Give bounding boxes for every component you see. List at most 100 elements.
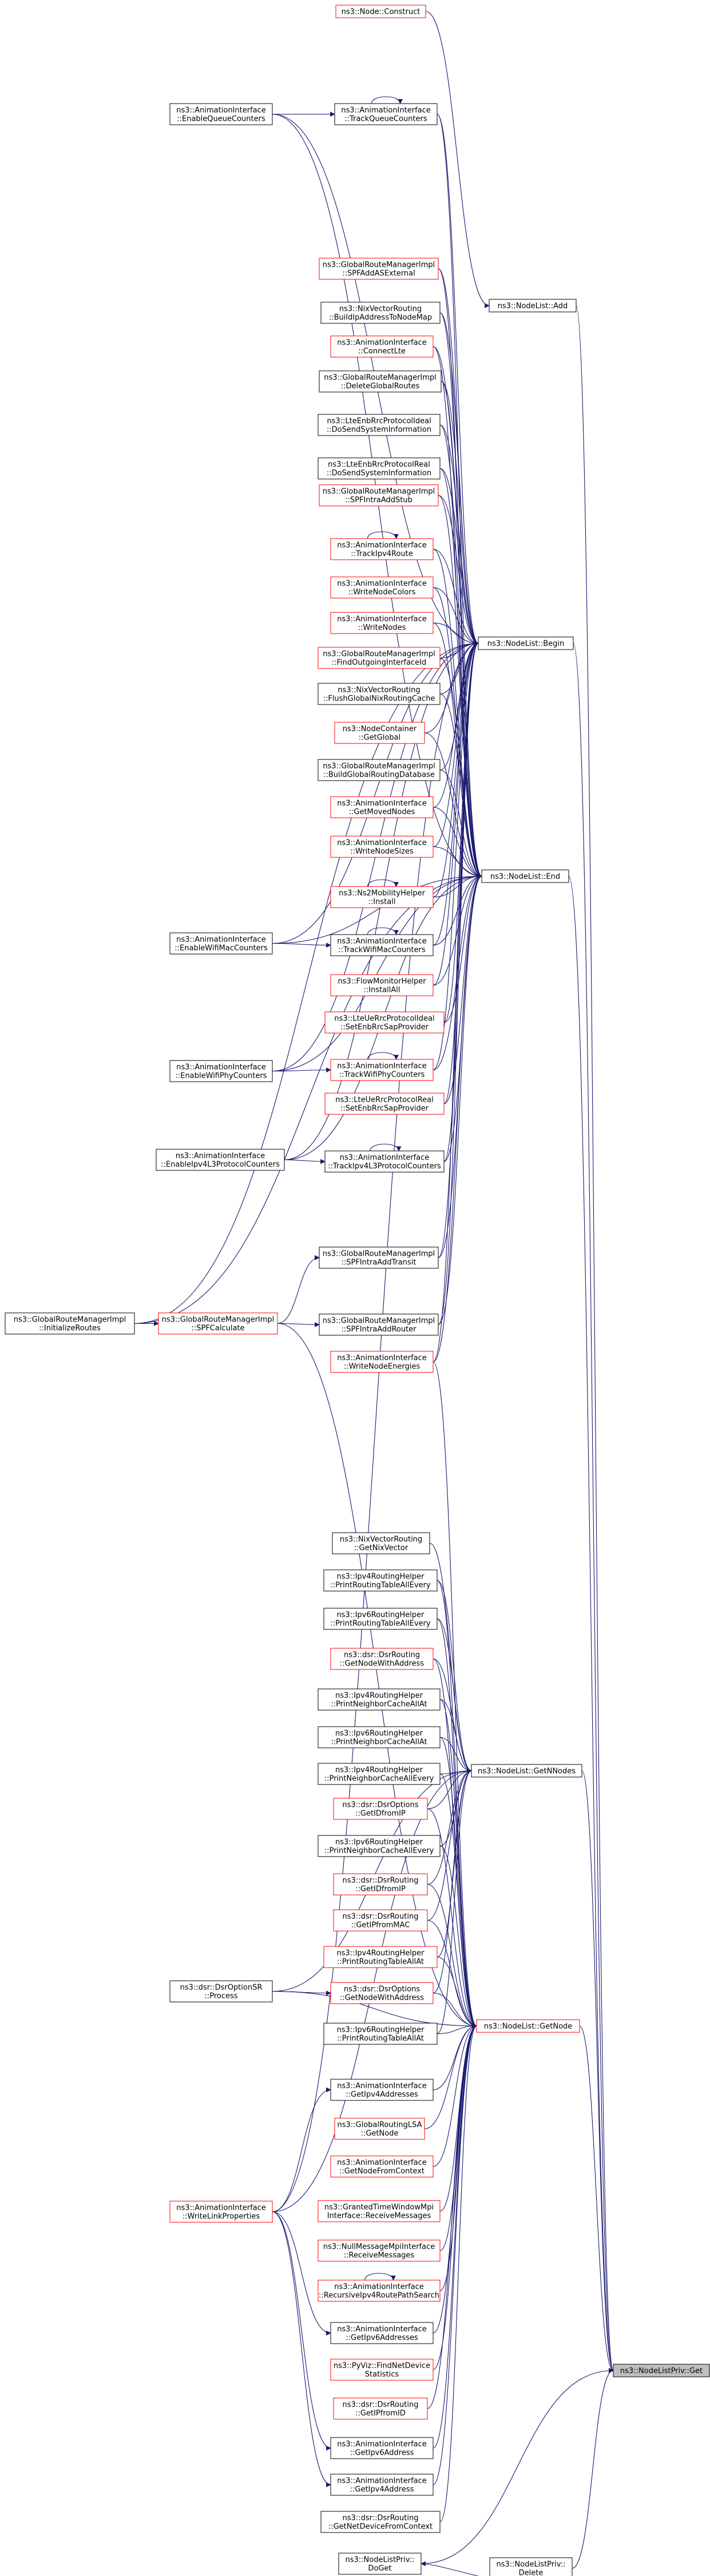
edge-ltere_sap-to-end	[443, 873, 482, 1105]
node-lteideal[interactable]: ns3::LteEnbRrcProtocolIdeal::DoSendSyste…	[318, 414, 441, 436]
node-ipv6pncaa[interactable]: ns3::Ipv6RoutingHelper::PrintNeighborCac…	[318, 1726, 441, 1748]
node-twifimac[interactable]: ns3::AnimationInterface::TrackWifiMacCou…	[330, 934, 434, 956]
edge-ns2-to-begin	[433, 640, 479, 898]
node-ipv4prtaa[interactable]: ns3::Ipv4RoutingHelper::PrintRoutingTabl…	[323, 1946, 438, 1968]
node-label: ns3::dsr::DsrRouting	[343, 1913, 419, 1921]
node-spfaext[interactable]: ns3::GlobalRouteManagerImpl::SPFAddASExt…	[319, 258, 439, 280]
node-ltere_sap[interactable]: ns3::LteUeRrcProtocolReal::SetEnbRrcSapP…	[324, 1093, 445, 1115]
node-nullmpi[interactable]: ns3::NullMessageMpiInterface::ReceiveMes…	[318, 2239, 441, 2262]
node-twifiphy[interactable]: ns3::AnimationInterface::TrackWifiPhyCou…	[330, 1059, 434, 1081]
node-label: ns3::NixVectorRouting	[340, 1536, 422, 1544]
node-getipv6addr[interactable]: ns3::AnimationInterface::GetIpv6Address	[330, 2437, 434, 2459]
node-wnodeen[interactable]: ns3::AnimationInterface::WriteNodeEnergi…	[330, 1351, 434, 1373]
node-wnodes[interactable]: ns3::AnimationInterface::WriteNodes	[330, 612, 434, 634]
node-getipv6addrs[interactable]: ns3::AnimationInterface::GetIpv6Addresse…	[330, 2322, 434, 2344]
node-spftransit[interactable]: ns3::GlobalRouteManagerImpl::SPFIntraAdd…	[319, 1247, 439, 1269]
node-getipv4addrs[interactable]: ns3::AnimationInterface::GetIpv4Addresse…	[330, 2079, 434, 2101]
edge-getmoved-to-begin	[433, 640, 479, 808]
node-dsrrgidip[interactable]: ns3::dsr::DsrRouting::GetIDfromIP	[333, 1873, 428, 1896]
node-dsrgnwa2[interactable]: ns3::dsr::DsrOptions::GetNodeWithAddress	[330, 1982, 434, 2004]
node-glsagetnode[interactable]: ns3::GlobalRoutingLSA::GetNode	[334, 2118, 425, 2140]
node-label: ::InstallAll	[363, 986, 400, 995]
node-box	[332, 1532, 430, 1554]
node-flowmon[interactable]: ns3::FlowMonitorHelper::InstallAll	[330, 974, 434, 996]
node-ipv6pncae[interactable]: ns3::Ipv6RoutingHelper::PrintNeighborCac…	[318, 1835, 441, 1857]
node-label: ns3::GlobalRouteManagerImpl	[323, 1250, 435, 1259]
node-lteidealsap[interactable]: ns3::LteUeRrcProtocolIdeal::SetEnbRrcSap…	[324, 1011, 445, 1034]
node-label: ns3::AnimationInterface	[337, 1354, 427, 1363]
node-enwifimac[interactable]: ns3::AnimationInterface::EnableWifiMacCo…	[169, 932, 273, 955]
node-ipv6prtae[interactable]: ns3::Ipv6RoutingHelper::PrintRoutingTabl…	[323, 1608, 438, 1630]
node-label: ::PrintNeighborCacheAllAt	[331, 1700, 427, 1709]
node-dsrgipmac[interactable]: ns3::dsr::DsrRouting::GetIPfromMAC	[333, 1909, 428, 1932]
node-ipv4pncaa[interactable]: ns3::Ipv4RoutingHelper::PrintNeighborCac…	[318, 1688, 441, 1711]
node-box	[318, 1763, 441, 1785]
node-dsrgidip[interactable]: ns3::dsr::DsrOptions::GetIDfromIP	[333, 1798, 428, 1820]
node-nvbuild[interactable]: ns3::NixVectorRouting::BuildIpAddressToN…	[320, 302, 441, 324]
node-box	[318, 683, 441, 705]
node-tipv4[interactable]: ns3::AnimationInterface::TrackIpv4Route	[330, 538, 434, 560]
node-wnodecol[interactable]: ns3::AnimationInterface::WriteNodeColors	[330, 576, 434, 599]
edge-flowmon-to-end	[433, 873, 482, 986]
node-enipv4l3[interactable]: ns3::AnimationInterface::EnableIpv4L3Pro…	[156, 1149, 285, 1171]
node-getnode[interactable]: ns3::NodeList::GetNode	[476, 2019, 580, 2033]
node-gtwmpi[interactable]: ns3::GrantedTimeWindowMpiInterface::Rece…	[318, 2200, 441, 2222]
node-grminit[interactable]: ns3::GlobalRouteManagerImpl::InitializeR…	[5, 1312, 135, 1335]
node-connlte[interactable]: ns3::AnimationInterface::ConnectLte	[330, 335, 434, 358]
node-findout[interactable]: ns3::GlobalRouteManagerImpl::FindOutgoin…	[318, 647, 441, 669]
node-label: ::SPFIntraAddTransit	[341, 1259, 416, 1267]
node-ltereal[interactable]: ns3::LteEnbRrcProtocolReal::DoSendSystem…	[318, 457, 441, 480]
edge-ns2-to-ns2	[367, 879, 399, 887]
node-getnodectx[interactable]: ns3::AnimationInterface::GetNodeFromCont…	[330, 2155, 434, 2178]
node-get: ns3::NodeListPriv::Get	[613, 2364, 710, 2377]
node-ipv4prtae[interactable]: ns3::Ipv4RoutingHelper::PrintRoutingTabl…	[323, 1569, 438, 1592]
node-doget[interactable]: ns3::NodeListPriv::DoGet	[338, 2553, 422, 2575]
node-dsrgipid[interactable]: ns3::dsr::DsrRouting::GetIPfromID	[333, 2397, 428, 2420]
node-wnodesizes[interactable]: ns3::AnimationInterface::WriteNodeSizes	[330, 836, 434, 858]
node-label: ns3::GlobalRouteManagerImpl	[323, 261, 435, 270]
node-ipv6prtaa[interactable]: ns3::Ipv6RoutingHelper::PrintRoutingTabl…	[323, 2023, 438, 2045]
edge-getnodectx-to-getnode	[433, 2023, 477, 2167]
node-spfcalc[interactable]: ns3::GlobalRouteManagerImpl::SPFCalculat…	[158, 1312, 278, 1335]
node-add[interactable]: ns3::NodeList::Add	[489, 299, 577, 312]
node-wlinkprops[interactable]: ns3::AnimationInterface::WriteLinkProper…	[169, 2201, 273, 2223]
node-dsrgnwa1[interactable]: ns3::dsr::DsrRouting::GetNodeWithAddress	[330, 1648, 434, 1670]
node-label: ::PrintRoutingTableAllEvery	[330, 1581, 430, 1590]
node-recipv4[interactable]: ns3::AnimationInterface::RecursiveIpv4Ro…	[318, 2280, 441, 2302]
edge-ipv6prtaa-to-getnnodes	[437, 1768, 472, 2035]
node-begin[interactable]: ns3::NodeList::Begin	[478, 636, 574, 650]
node-box	[481, 869, 569, 883]
node-enwifiphy[interactable]: ns3::AnimationInterface::EnableWifiPhyCo…	[169, 1060, 273, 1082]
node-label: ns3::GlobalRouteManagerImpl	[323, 762, 435, 771]
node-construct[interactable]: ns3::Node::Construct	[335, 5, 426, 18]
node-tipv4l3[interactable]: ns3::AnimationInterface::TrackIpv4L3Prot…	[324, 1150, 445, 1173]
node-getipv4addr[interactable]: ns3::AnimationInterface::GetIpv4Address	[330, 2474, 434, 2496]
node-box	[318, 759, 441, 781]
node-label: ::TrackWifiPhyCounters	[339, 1071, 425, 1079]
node-flushnix[interactable]: ns3::NixVectorRouting::FlushGlobalNixRou…	[318, 683, 441, 705]
node-dsrgndfc[interactable]: ns3::dsr::DsrRouting::GetNetDeviceFromCo…	[320, 2511, 441, 2533]
edge-delete-to-doget	[421, 2561, 479, 2576]
node-getnnodes[interactable]: ns3::NodeList::GetNNodes	[471, 1764, 582, 1778]
node-enqc[interactable]: ns3::AnimationInterface::EnableQueueCoun…	[169, 103, 273, 125]
node-buildgrdb[interactable]: ns3::GlobalRouteManagerImpl::BuildGlobal…	[318, 759, 441, 781]
node-label: ns3::GlobalRouteManagerImpl	[323, 650, 435, 659]
node-spfrouter[interactable]: ns3::GlobalRouteManagerImpl::SPFIntraAdd…	[319, 1313, 439, 1336]
edge-getnode-to-get	[579, 2025, 614, 2373]
node-dsroptsr[interactable]: ns3::dsr::DsrOptionSR::Process	[169, 1980, 273, 2003]
node-nvgetnix[interactable]: ns3::NixVectorRouting::GetNixVector	[332, 1532, 430, 1554]
node-ipv4pncae[interactable]: ns3::Ipv4RoutingHelper::PrintNeighborCac…	[318, 1763, 441, 1785]
node-delete[interactable]: ns3::NodeListPriv::Delete	[489, 2557, 573, 2576]
edge-spfcalc-to-spftransit	[277, 1255, 320, 1324]
node-ns2[interactable]: ns3::Ns2MobilityHelper::Install	[330, 886, 434, 908]
edge-tipv4l3-to-tipv4l3	[370, 1143, 402, 1152]
node-label: ns3::dsr::DsrRouting	[344, 1651, 420, 1660]
node-end[interactable]: ns3::NodeList::End	[481, 869, 569, 883]
node-spfstub[interactable]: ns3::GlobalRouteManagerImpl::SPFIntraAdd…	[319, 484, 439, 507]
edge-dsrrgidip-to-getnnodes	[427, 1768, 472, 1885]
node-delglobal[interactable]: ns3::GlobalRouteManagerImpl::DeleteGloba…	[319, 370, 442, 393]
node-getmoved[interactable]: ns3::AnimationInterface::GetMovedNodes	[330, 796, 434, 818]
node-tqc[interactable]: ns3::AnimationInterface::TrackQueueCount…	[334, 103, 438, 125]
node-ncglobal[interactable]: ns3::NodeContainer::GetGlobal	[334, 722, 425, 744]
